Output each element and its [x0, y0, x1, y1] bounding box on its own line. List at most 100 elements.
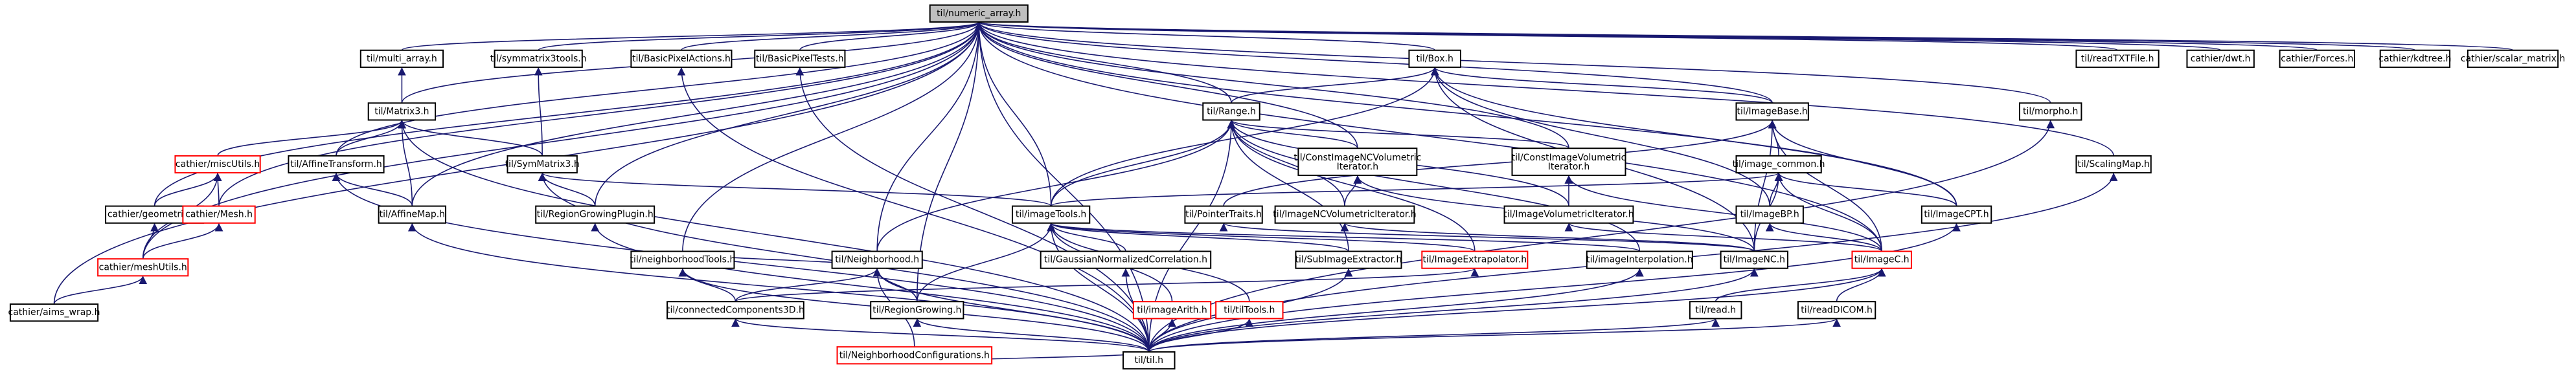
edge-ImageCPT-to-image_common: [1774, 172, 1957, 206]
node-label: til/numeric_array.h: [937, 8, 1021, 19]
edge-SymMatrix3-to-symmatrix3tools: [534, 67, 543, 156]
node-box: [929, 4, 1029, 23]
node-RegionGrowing[interactable]: til/RegionGrowing.h: [870, 301, 964, 320]
node-readTXTFile[interactable]: til/readTXTFile.h: [2075, 49, 2160, 68]
node-label: til/multi_array.h: [367, 54, 437, 64]
node-label: til/ImageNCVolumetricIterator.h: [1273, 210, 1416, 220]
node-label: til/ImageC.h: [1854, 255, 1909, 265]
edge-Neighborhood-to-numeric_array: [876, 21, 983, 252]
node-label: til/imageTools.h: [1016, 210, 1086, 220]
edge-AffineMap-to-numeric_array: [411, 21, 983, 206]
node-dwt[interactable]: cathier/dwt.h: [2186, 49, 2255, 68]
node-morpho[interactable]: til/morpho.h: [2018, 102, 2082, 121]
edge-Box-to-numeric_array: [975, 21, 1435, 51]
node-kdtree[interactable]: cathier/kdtree.h: [2378, 49, 2451, 68]
node-Forces[interactable]: cathier/Forces.h: [2279, 49, 2355, 68]
edge-neighborhoodTools-to-numeric_array: [682, 21, 983, 252]
node-box: [1408, 49, 1461, 68]
node-box: [1132, 301, 1212, 320]
node-neighborhoodTools[interactable]: til/neighborhoodTools.h: [630, 250, 736, 269]
node-label: cathier/miscUtils.h: [176, 159, 260, 170]
node-BasicPixelActions[interactable]: til/BasicPixelActions.h: [630, 49, 733, 68]
edge-meshUtils-to-Mesh: [142, 223, 223, 259]
node-ScalingMap[interactable]: til/ScalingMap.h: [2075, 155, 2152, 174]
node-box: [359, 49, 444, 68]
node-box: [630, 250, 735, 269]
node-label: til/ImageNC.h: [1724, 255, 1785, 265]
node-ImageBase[interactable]: til/ImageBase.h: [1735, 102, 1809, 121]
node-RegionGrowingPlugin[interactable]: til/RegionGrowingPlugin.h: [535, 205, 655, 224]
node-scalar_matrix[interactable]: cathier/scalar_matrix.h: [2461, 49, 2565, 68]
node-ImageCPT[interactable]: til/ImageCPT.h: [1921, 205, 1992, 224]
node-ImageBP[interactable]: til/ImageBP.h: [1735, 205, 1804, 224]
node-ImageVolumetricIterator[interactable]: til/ImageVolumetricIterator.h: [1503, 205, 1634, 224]
node-box: [630, 49, 733, 68]
node-box: [1184, 205, 1263, 224]
node-box: [1503, 205, 1634, 224]
edge-imageTools-to-numeric_array: [974, 21, 1052, 206]
node-imageInterpolation[interactable]: til/imageInterpolation.h: [1586, 250, 1693, 269]
edge-RegionGrowingPlugin-to-numeric_array: [594, 21, 983, 206]
node-readDICOM[interactable]: til/readDICOM.h: [1797, 301, 1876, 320]
node-box: [1040, 250, 1212, 269]
node-numeric_array[interactable]: til/numeric_array.h: [929, 4, 1029, 23]
node-box: [97, 258, 189, 277]
node-label: cathier/Forces.h: [2281, 54, 2353, 64]
node-label: til/morpho.h: [2023, 106, 2078, 116]
node-ImageNC[interactable]: til/ImageNC.h: [1720, 250, 1789, 269]
node-box: [9, 303, 99, 322]
node-SymMatrix3[interactable]: til/SymMatrix3.h: [505, 155, 580, 174]
node-box: [1274, 205, 1415, 224]
node-BasicPixelTests[interactable]: til/BasicPixelTests.h: [754, 49, 846, 68]
edge-Range-to-Box: [1231, 67, 1439, 104]
node-imageTools[interactable]: til/imageTools.h: [1011, 205, 1091, 224]
edge-imageInterpolation-to-imageTools: [1047, 223, 1641, 252]
edge-AffineMap-to-Matrix3: [398, 120, 413, 206]
node-multi_array[interactable]: til/multi_array.h: [359, 49, 444, 68]
edge-connectedComponents3D-to-Neighborhood: [735, 268, 882, 302]
node-label: til/ImageBase.h: [1737, 106, 1808, 116]
node-symmatrix3tools[interactable]: til/symmatrix3tools.h: [490, 49, 587, 68]
edge-SymMatrix3-to-Matrix3: [398, 120, 543, 157]
node-Matrix3[interactable]: til/Matrix3.h: [367, 102, 437, 121]
node-label: til/imageArith.h: [1137, 305, 1207, 315]
node-Neighborhood[interactable]: til/Neighborhood.h: [831, 250, 923, 269]
node-aims_wrap[interactable]: cathier/aims_wrap.h: [8, 303, 100, 322]
node-Box[interactable]: til/Box.h: [1408, 49, 1461, 68]
edge-ImageNC-to-ImageBase: [1753, 120, 1777, 252]
node-label: til/ImageCPT.h: [1924, 210, 1989, 220]
node-label: til/symmatrix3tools.h: [490, 54, 587, 64]
node-GaussianNormalizedCorrelation[interactable]: til/GaussianNormalizedCorrelation.h: [1040, 250, 1212, 269]
node-box: [1215, 301, 1284, 320]
node-tilTools[interactable]: til/tilTools.h: [1215, 301, 1284, 320]
node-SubImageExtractor[interactable]: til/SubImageExtractor.h: [1295, 250, 1402, 269]
node-box: [870, 301, 964, 320]
node-box: [2186, 49, 2255, 68]
node-Range[interactable]: til/Range.h: [1202, 102, 1260, 121]
node-ImageC[interactable]: til/ImageC.h: [1851, 250, 1912, 269]
edge-til-to-numeric_array: [974, 21, 1150, 352]
node-til[interactable]: til/til.h: [1122, 351, 1176, 370]
node-ImageNCVolumetricIterator[interactable]: til/ImageNCVolumetricIterator.h: [1273, 205, 1417, 224]
node-connectedComponents3D[interactable]: til/connectedComponents3D.h: [667, 301, 804, 320]
node-meshUtils[interactable]: cathier/meshUtils.h: [97, 258, 189, 277]
edge-til-to-imageTools: [1047, 223, 1150, 352]
node-read[interactable]: til/read.h: [1689, 301, 1742, 320]
node-NeighborhoodConfigurations[interactable]: til/NeighborhoodConfigurations.h: [836, 346, 993, 365]
node-box: [1797, 301, 1876, 320]
node-imageArith[interactable]: til/imageArith.h: [1132, 301, 1212, 320]
edge-connectedComponents3D-to-ImageExtrapolator: [735, 267, 1479, 302]
node-Mesh[interactable]: cathier/Mesh.h: [182, 205, 256, 224]
node-AffineMap[interactable]: til/AffineMap.h: [378, 205, 447, 224]
edge-til-to-BasicPixelActions: [677, 67, 1150, 352]
node-AffineTransform[interactable]: til/AffineTransform.h: [288, 155, 385, 174]
edge-Mesh-to-miscUtils: [213, 173, 222, 206]
node-PointerTraits[interactable]: til/PointerTraits.h: [1184, 205, 1263, 224]
node-miscUtils[interactable]: cathier/miscUtils.h: [174, 155, 261, 174]
node-ImageExtrapolator[interactable]: til/ImageExtrapolator.h: [1421, 250, 1529, 269]
node-label: til/readDICOM.h: [1801, 305, 1873, 315]
node-image_common[interactable]: til/image_common.h: [1733, 155, 1825, 174]
